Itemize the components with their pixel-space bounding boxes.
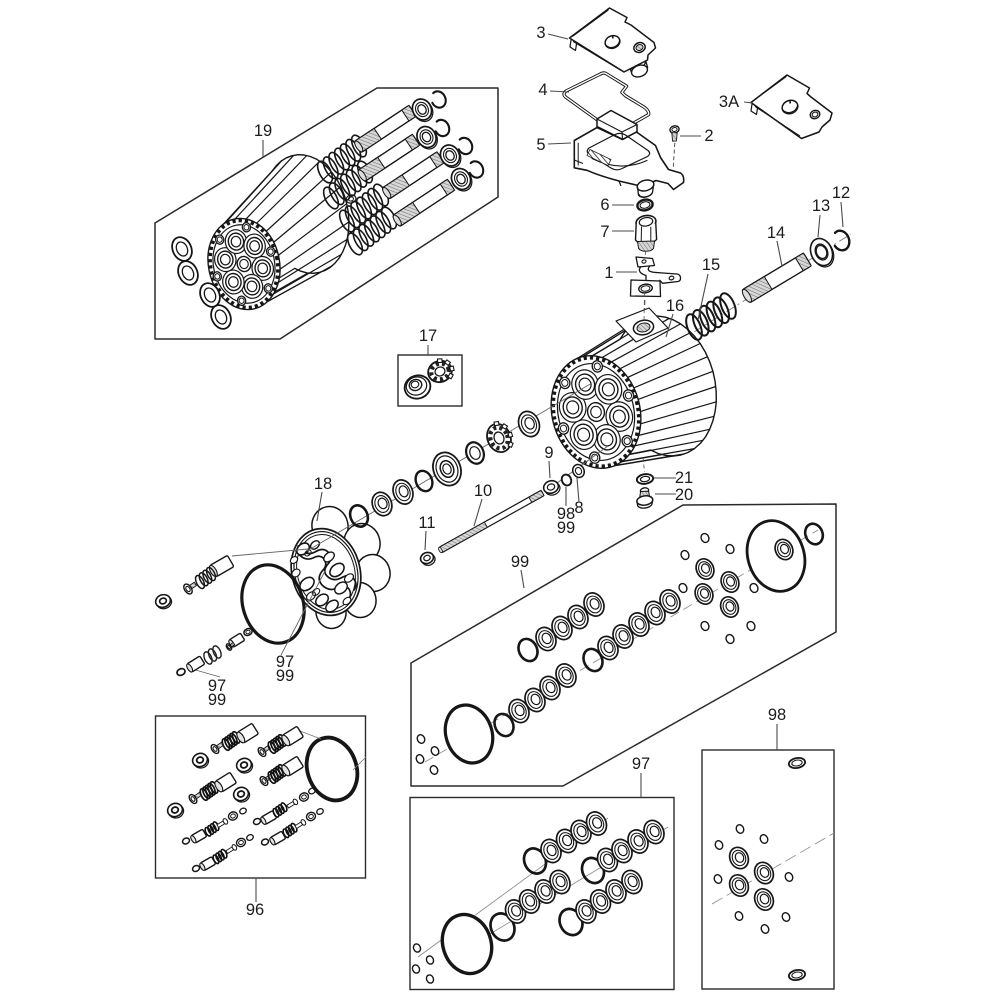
svg-text:16: 16 — [666, 297, 684, 315]
svg-text:96: 96 — [246, 901, 264, 919]
svg-text:15: 15 — [702, 256, 720, 274]
svg-text:3: 3 — [536, 24, 545, 42]
svg-text:99: 99 — [557, 519, 575, 537]
svg-text:98: 98 — [768, 706, 786, 724]
svg-text:99: 99 — [511, 553, 529, 571]
svg-text:9: 9 — [544, 444, 553, 462]
svg-text:13: 13 — [812, 197, 830, 215]
svg-text:3A: 3A — [719, 93, 739, 111]
svg-text:5: 5 — [536, 136, 545, 154]
svg-text:4: 4 — [538, 81, 547, 99]
svg-text:99: 99 — [208, 691, 226, 709]
svg-text:21: 21 — [675, 469, 693, 487]
svg-text:20: 20 — [675, 486, 693, 504]
svg-text:14: 14 — [767, 224, 785, 242]
svg-text:12: 12 — [832, 184, 850, 202]
svg-text:10: 10 — [474, 482, 492, 500]
svg-text:6: 6 — [600, 196, 609, 214]
svg-text:1: 1 — [604, 264, 613, 282]
svg-text:19: 19 — [254, 122, 272, 140]
svg-text:97: 97 — [632, 755, 650, 773]
svg-text:11: 11 — [418, 514, 435, 532]
svg-text:2: 2 — [704, 127, 713, 145]
svg-text:7: 7 — [600, 223, 609, 241]
svg-text:99: 99 — [276, 667, 294, 685]
svg-text:18: 18 — [314, 475, 332, 493]
svg-text:17: 17 — [419, 327, 437, 345]
